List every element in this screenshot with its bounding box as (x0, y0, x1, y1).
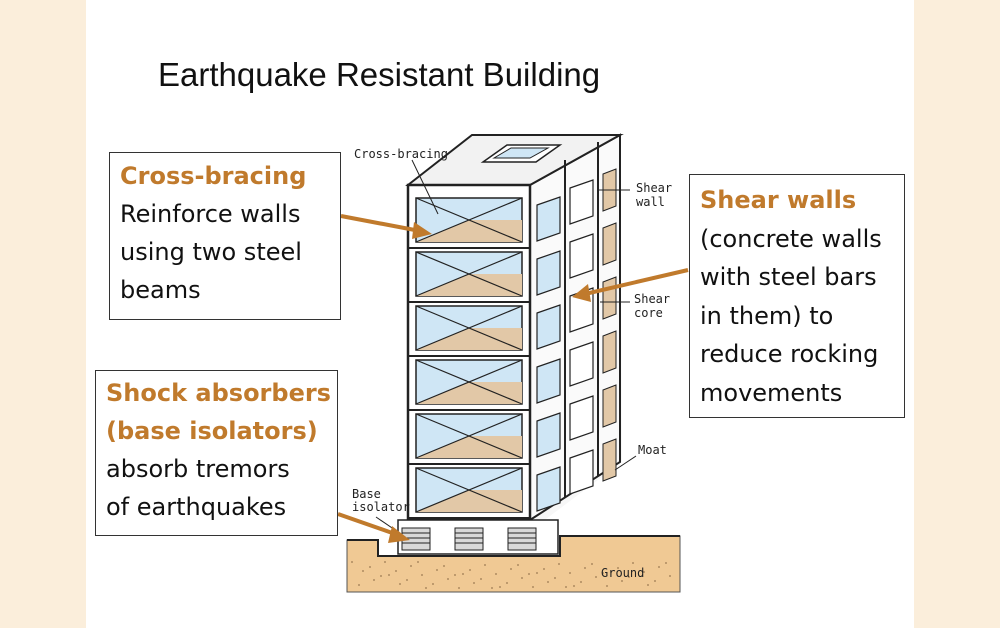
shear-walls-callout: Shear walls (concrete walls with steel b… (689, 174, 905, 418)
callout-line: Reinforce walls (120, 200, 301, 228)
cross-bracing-callout: Cross-bracing Reinforce walls using two … (109, 152, 341, 320)
leader-lines (375, 159, 637, 533)
side-window (536, 222, 617, 296)
cross-bracing-arrow (412, 222, 432, 239)
ground-label: Ground (601, 566, 644, 580)
shock-absorbers-heading-2: (base isolators) (106, 417, 318, 445)
base-isolator-label-1: Base (352, 487, 381, 501)
callout-arrows (337, 214, 689, 543)
callout-line: reduce rocking (700, 340, 879, 368)
side-window (536, 384, 617, 458)
shock-absorbers-callout: Shock absorbers (base isolators) absorb … (95, 370, 338, 536)
floor-bay (408, 251, 530, 303)
floor-bay (408, 359, 530, 411)
callout-line: (concrete walls (700, 224, 882, 253)
callout-line: absorb tremors (106, 455, 290, 483)
floor-bay (408, 197, 530, 249)
rooftop-structure (480, 144, 563, 163)
base-isolator-label-2: isolator (352, 500, 410, 514)
cross-bracing-label: Cross-bracing (354, 147, 448, 161)
building (405, 133, 624, 525)
callout-line: with steel bars (700, 263, 877, 291)
floor-bay (408, 467, 530, 519)
side-window (536, 330, 617, 404)
shear-wall-label-1: Shear (636, 181, 672, 195)
base-isolator-arrow (388, 526, 410, 543)
page-title: Earthquake Resistant Building (158, 56, 601, 93)
ground (346, 535, 681, 593)
shear-core-label-2: core (634, 306, 663, 320)
callout-line: beams (120, 276, 201, 304)
shear-wall-label-2: wall (636, 195, 665, 209)
side-window (536, 438, 617, 512)
shear-core-label-1: Shear (634, 292, 670, 306)
shear-wall-arrow (572, 284, 591, 302)
cross-bracing-heading: Cross-bracing (120, 162, 307, 190)
floor-bay (408, 305, 530, 357)
callout-line: of earthquakes (106, 493, 287, 521)
callout-line: in them) to (700, 301, 834, 330)
callout-line: using two steel (120, 238, 302, 266)
moat-label: Moat (638, 443, 667, 457)
side-window (536, 168, 617, 242)
shear-walls-heading: Shear walls (700, 186, 857, 214)
base-isolators (397, 519, 559, 555)
floor-bay (408, 413, 530, 465)
shock-absorbers-heading-1: Shock absorbers (106, 379, 331, 407)
callout-line: movements (700, 378, 843, 407)
